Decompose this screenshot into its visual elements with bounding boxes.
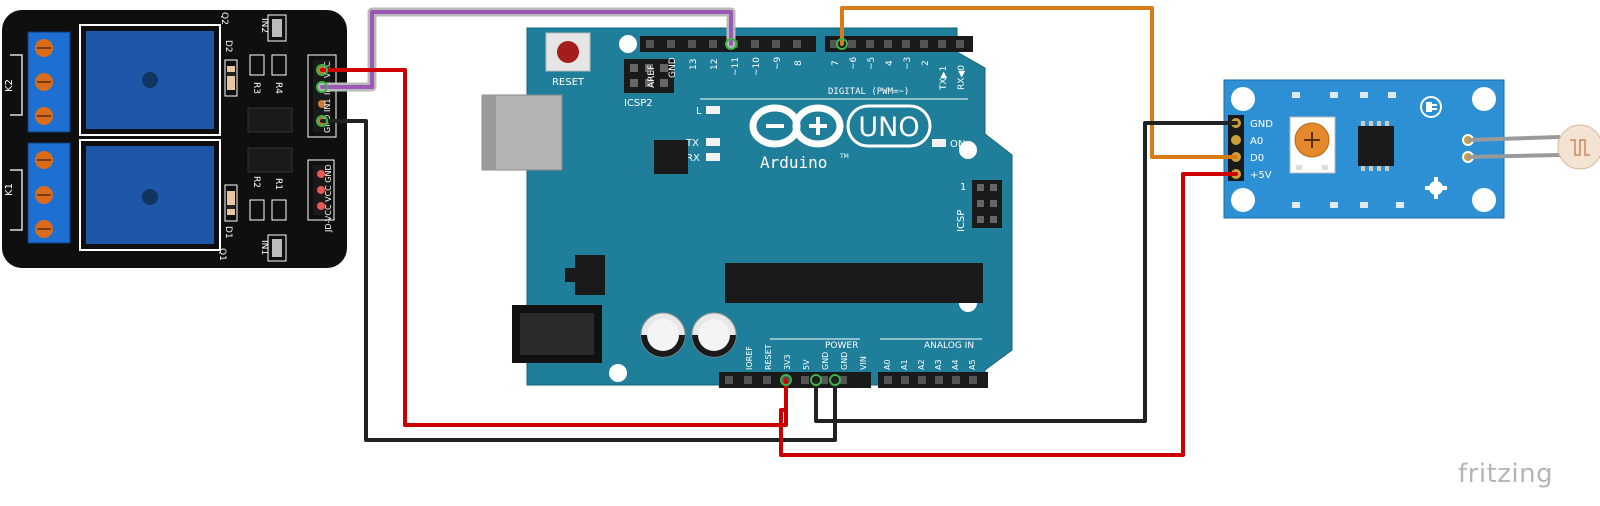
label-r2: R2 bbox=[251, 176, 261, 188]
mount-hole bbox=[619, 35, 637, 53]
wire-orange-pin7-to-d0 bbox=[840, 6, 1238, 159]
pin-label-5: ~5 bbox=[867, 57, 877, 70]
label-q1: Q1 bbox=[217, 248, 227, 261]
wire-red-to-sensor-5v bbox=[779, 172, 1238, 457]
led-rx bbox=[706, 153, 720, 161]
pin-label-9: ~9 bbox=[773, 56, 783, 70]
plug-icon bbox=[1420, 96, 1442, 118]
wire-purple-core bbox=[320, 10, 733, 89]
pin-label-a2: A2 bbox=[917, 359, 926, 370]
main-chip bbox=[725, 263, 983, 303]
relay-terminal-top bbox=[27, 31, 71, 133]
led-tx bbox=[706, 138, 720, 146]
pin-label-a4: A4 bbox=[951, 359, 960, 370]
pin-label-7: 7 bbox=[831, 60, 841, 66]
logo-uno-text: UNO bbox=[858, 112, 919, 143]
icsp-pin1-label: 1 bbox=[960, 182, 966, 193]
icsp-label: ICSP bbox=[956, 210, 967, 232]
led-on-label: ON bbox=[950, 139, 965, 150]
mount-hole bbox=[1472, 188, 1496, 212]
pin-label-3v3: 3V3 bbox=[783, 354, 792, 370]
wire-black-gnd-to-sensor-gnd bbox=[814, 121, 1238, 423]
sensor-pin-d0: D0 bbox=[1250, 153, 1264, 164]
pin-label-a3: A3 bbox=[934, 359, 943, 370]
digital-label: DIGITAL (PWM=~) bbox=[828, 87, 909, 97]
relay-jd-header-label: JD-VCC VCC GND bbox=[324, 164, 333, 233]
relay-terminal-bottom bbox=[27, 142, 71, 244]
pin-label-8: 8 bbox=[794, 60, 804, 66]
icsp-header bbox=[972, 180, 1002, 228]
label-d1: D1 bbox=[223, 226, 233, 239]
label-in1: IN1 bbox=[259, 240, 269, 255]
pin-label-a0: A0 bbox=[883, 359, 892, 370]
pin-label-11: ~11 bbox=[731, 57, 741, 76]
pin-label-aref: AREF bbox=[647, 65, 657, 88]
pin-label-rx0: RX◀0 bbox=[957, 65, 967, 90]
label-q2: Q2 bbox=[219, 12, 229, 25]
power-label: POWER bbox=[825, 341, 858, 351]
ldr-sensor-module: GND A0 D0 +5V bbox=[1223, 79, 1600, 219]
analog-in-label: ANALOG IN bbox=[924, 341, 974, 351]
photoresistor bbox=[1467, 124, 1600, 170]
mount-hole bbox=[1231, 87, 1255, 111]
mount-hole bbox=[609, 364, 627, 382]
pin-label-3: ~3 bbox=[903, 57, 913, 70]
sensor-pin-a0: A0 bbox=[1250, 136, 1263, 147]
pin-label-gnd-2: GND bbox=[840, 352, 849, 370]
digital-header-right bbox=[825, 36, 973, 52]
led-l-label: L bbox=[696, 106, 702, 117]
power-header bbox=[719, 372, 871, 388]
mount-hole bbox=[1472, 87, 1496, 111]
logo-arduino-text: Arduino bbox=[760, 153, 827, 172]
mount-hole bbox=[959, 141, 977, 159]
arduino-uno: RESET ICSP2 AREF GND 13 12 ~11 ~10 ~9 bbox=[481, 27, 1013, 388]
reset-label: RESET bbox=[552, 77, 585, 88]
label-r1: R1 bbox=[273, 178, 283, 190]
pin-label-tx1: TX▶1 bbox=[939, 66, 949, 91]
label-in2: IN2 bbox=[259, 18, 269, 33]
pin-label-2: 2 bbox=[921, 60, 931, 66]
fritzing-watermark: fritzing bbox=[1458, 459, 1554, 489]
pin-label-reset: RESET bbox=[764, 344, 773, 370]
pin-label-6: ~6 bbox=[849, 56, 859, 70]
arduino-logo: UNO Arduino TM bbox=[749, 104, 932, 172]
pin-label-vin: VIN bbox=[859, 356, 868, 370]
sensor-pin-gnd: GND bbox=[1250, 119, 1273, 130]
relay-module: K2 K1 Q2 IN2 D2 R3 R4 D1 R2 R1 Q1 IN1 bbox=[2, 10, 347, 268]
comparator-chip bbox=[1358, 126, 1394, 166]
pin-label-13: 13 bbox=[689, 59, 699, 70]
voltage-regulator bbox=[575, 255, 605, 295]
gear-icon bbox=[1425, 177, 1447, 199]
icsp2-label: ICSP2 bbox=[624, 98, 653, 109]
capacitor bbox=[640, 312, 686, 358]
label-r4: R4 bbox=[273, 82, 283, 94]
logo-tm: TM bbox=[839, 153, 849, 160]
pin-label-4: 4 bbox=[885, 60, 895, 66]
label-r3: R3 bbox=[251, 82, 261, 94]
pin-label-12: 12 bbox=[710, 59, 720, 70]
pin-label-a1: A1 bbox=[900, 359, 909, 370]
relay-pin-gnd: GND bbox=[323, 115, 332, 133]
label-k2: K2 bbox=[4, 79, 15, 92]
usb-chip bbox=[654, 140, 688, 174]
led-on bbox=[932, 139, 946, 147]
mount-hole bbox=[1231, 188, 1255, 212]
relay-pin-in1: IN1 bbox=[323, 99, 332, 112]
label-d2: D2 bbox=[223, 40, 233, 53]
pin-label-gnd: GND bbox=[668, 57, 678, 78]
pin-label-a5: A5 bbox=[968, 359, 977, 370]
pin-label-5v: 5V bbox=[802, 359, 811, 370]
pin-label-10: ~10 bbox=[752, 57, 762, 76]
capacitor bbox=[691, 312, 737, 358]
label-k1: K1 bbox=[4, 183, 15, 196]
pin-label-gnd-1: GND bbox=[821, 352, 830, 370]
sensor-pin-5v: +5V bbox=[1250, 170, 1272, 181]
led-l bbox=[706, 106, 720, 114]
pin-label-ioref: IOREF bbox=[745, 346, 754, 370]
led-rx-label: RX bbox=[686, 153, 700, 164]
led-tx-label: TX bbox=[685, 138, 699, 149]
